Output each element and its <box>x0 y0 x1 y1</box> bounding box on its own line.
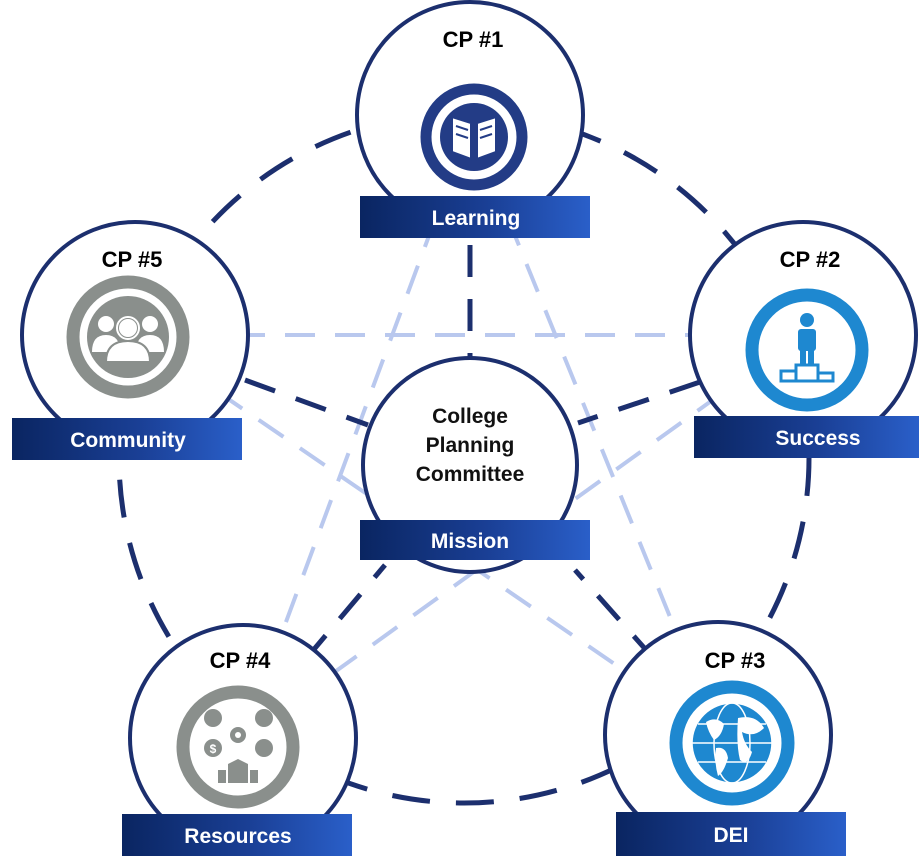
svg-text:$: $ <box>210 742 217 756</box>
node-cp2-label: Success <box>775 427 860 450</box>
center-line-2: Planning <box>426 434 515 457</box>
node-cp5-label: Community <box>70 429 186 452</box>
book-icon <box>420 83 528 191</box>
spoke-cp3 <box>573 568 657 662</box>
resources-icon: $ <box>176 685 300 809</box>
node-cp2-label-bar <box>694 416 919 458</box>
node-cp3-label: DEI <box>713 824 748 847</box>
center-line-3: Committee <box>416 463 525 486</box>
globe-icon <box>669 680 795 806</box>
node-cp2-title: CP #2 <box>780 247 841 272</box>
node-cp3[interactable]: CP #3 DEI <box>603 620 846 856</box>
node-cp5-title: CP #5 <box>102 247 163 272</box>
node-cp4-label-bar <box>122 814 352 856</box>
node-cp2[interactable]: CP #2 Success <box>688 220 919 458</box>
center-spokes <box>244 245 701 662</box>
center-line-1: College <box>432 405 508 428</box>
node-cp5-label-bar <box>12 418 242 460</box>
node-cp4-title: CP #4 <box>210 648 272 673</box>
spoke-cp2 <box>577 379 701 426</box>
node-cp1-label: Learning <box>432 207 521 230</box>
node-cp5[interactable]: CP #5 Community <box>12 220 250 460</box>
center-circle <box>361 356 579 574</box>
center-node[interactable]: College Planning Committee Mission <box>360 356 590 574</box>
node-cp3-title: CP #3 <box>705 648 766 673</box>
mission-label: Mission <box>431 530 509 553</box>
node-cp1[interactable]: CP #1 Learning <box>355 0 590 238</box>
node-cp3-label-bar <box>616 812 846 856</box>
podium-icon <box>745 288 869 412</box>
mission-label-bar <box>360 520 590 560</box>
node-cp1-title: CP #1 <box>443 27 504 52</box>
node-cp4-label: Resources <box>184 825 291 848</box>
people-icon <box>66 275 190 399</box>
spoke-cp4 <box>303 563 387 662</box>
node-cp4[interactable]: CP #4 $ Resources <box>122 623 358 856</box>
node-cp1-label-bar <box>360 196 590 238</box>
spoke-cp5 <box>244 377 369 428</box>
